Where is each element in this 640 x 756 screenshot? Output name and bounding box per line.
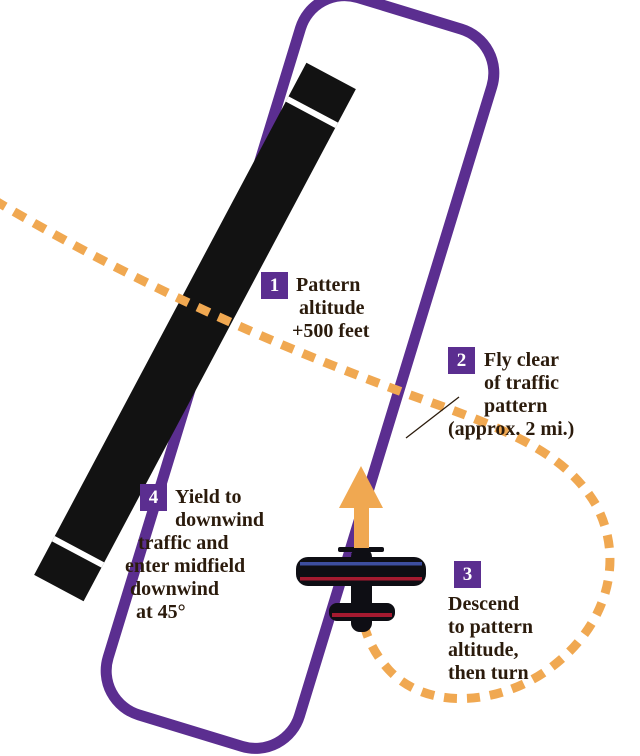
step-2-badge: 2 <box>448 347 475 374</box>
direction-arrow <box>339 466 383 548</box>
direction-arrow-head <box>339 466 383 508</box>
entry-dashed-path <box>0 198 615 704</box>
step-2-line: of traffic <box>484 372 559 394</box>
step-1-badge: 1 <box>261 272 288 299</box>
step-4-line: traffic and <box>138 532 229 554</box>
direction-arrow-shaft <box>354 506 369 548</box>
step-4-line: downwind <box>130 578 219 600</box>
step-4-line: downwind <box>175 509 264 531</box>
step-1-line: Pattern <box>296 274 361 296</box>
runway-surface <box>34 62 356 602</box>
airplane-wing-stripe-red <box>300 577 422 581</box>
step-2-line: (approx. 2 mi.) <box>448 418 575 440</box>
step-3-line: to pattern <box>448 616 533 638</box>
runway <box>34 62 356 602</box>
step-2-line: Fly clear <box>484 349 559 371</box>
step-3-badge: 3 <box>454 561 481 588</box>
airplane-tail-stripe-red <box>332 613 392 617</box>
step-4-line: Yield to <box>175 486 242 508</box>
airplane-wing-stripe-blue <box>300 562 422 566</box>
step-1-line: +500 feet <box>292 320 370 342</box>
step-3-line: Descend <box>448 593 520 615</box>
airplane-tailplane <box>329 603 395 621</box>
step-3-line: then turn <box>448 662 529 684</box>
airplane-wings <box>296 557 426 586</box>
runway-threshold-top <box>285 96 339 128</box>
step-2-pointer-line <box>405 396 460 439</box>
runway-threshold-bottom <box>51 536 105 568</box>
step-3-line: altitude, <box>448 639 519 661</box>
step-4-line: enter midfield <box>125 555 246 577</box>
airplane <box>296 539 426 632</box>
step-2-line: pattern <box>484 395 548 417</box>
step-1-line: altitude <box>299 297 365 319</box>
step-4-badge: 4 <box>140 484 167 511</box>
step-4-line: at 45° <box>136 601 186 623</box>
